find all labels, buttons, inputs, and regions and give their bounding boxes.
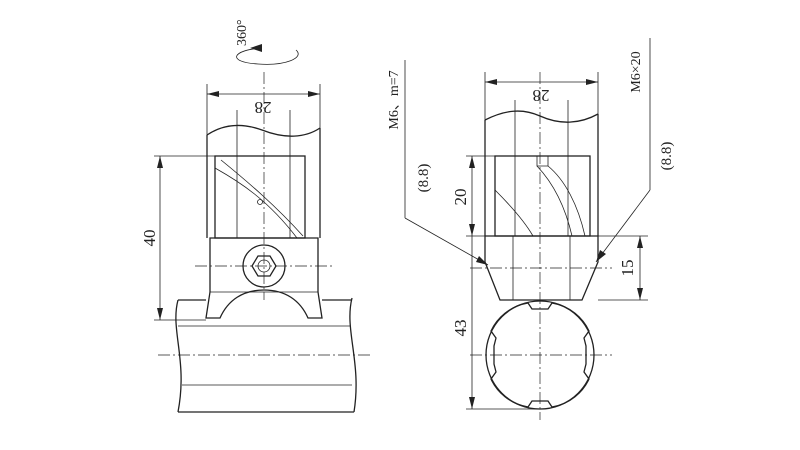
leader-left (404, 60, 489, 266)
note-right-bolt: M6×20 (629, 51, 644, 92)
dimension-43-label: 43 (451, 320, 470, 337)
vertical-tube (206, 110, 321, 238)
dimension-width-left (206, 84, 321, 135)
note-left-thread: M6、m=7 (387, 70, 402, 129)
horizontal-tube (175, 297, 357, 413)
dimension-20-label: 20 (451, 189, 470, 206)
dimension-15 (598, 235, 648, 301)
right-joint-sleeve (494, 155, 591, 237)
note-right-class: (8.8) (659, 142, 675, 171)
note-left-class: (8.8) (416, 164, 432, 193)
dimension-height-left (154, 155, 215, 321)
dimension-43 (466, 236, 540, 410)
dimension-40: 40 (140, 230, 159, 247)
rotation-label: 360° (235, 19, 250, 46)
dimension-20 (466, 155, 495, 237)
right-view: 28 20 43 15 (387, 38, 675, 420)
leader-right (595, 38, 651, 263)
right-vertical-tube (484, 100, 599, 236)
left-view: 360° (140, 19, 372, 413)
dimension-15-label: 15 (618, 260, 637, 277)
joint-sleeve (214, 155, 306, 239)
dimension-width-right (484, 72, 599, 120)
rotation-arrow-icon (236, 44, 299, 65)
dimension-28-left: 28 (255, 98, 272, 117)
dimension-28-right: 28 (533, 86, 550, 105)
